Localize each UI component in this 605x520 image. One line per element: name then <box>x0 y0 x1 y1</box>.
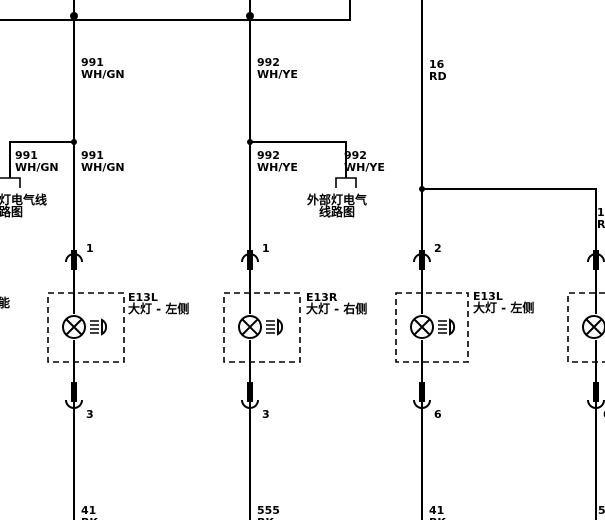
splice-points <box>70 12 425 192</box>
connector-top-pin <box>593 250 599 270</box>
connector-bottom-arc <box>65 399 83 409</box>
connector-bottom-arc <box>587 399 605 409</box>
wire-color-label: WH/YE <box>257 161 298 174</box>
wire-color-label: WH/GN <box>81 161 125 174</box>
headlight-beam-icon <box>438 318 456 336</box>
splice-dot <box>246 12 254 20</box>
component-id: E13L <box>128 291 158 304</box>
component-name: 大灯 - 左侧 <box>128 301 189 316</box>
connector-pins <box>65 250 605 409</box>
wire-number-label: 991 <box>81 56 104 69</box>
wire-number-label: 5 <box>598 504 605 517</box>
wire-number-label: 992 <box>257 149 280 162</box>
wire-number-label: 41 <box>429 504 444 517</box>
wire-number-label: 991 <box>81 149 104 162</box>
wire-color-label: WH/GN <box>81 68 125 81</box>
offpage-bracket-left <box>0 177 21 188</box>
component-name: 大灯 - 左侧 <box>473 300 534 315</box>
lamp-icon <box>410 315 434 339</box>
wire-992-branch <box>250 141 347 178</box>
connector-bottom-arc <box>413 399 431 409</box>
wire-number-label: 992 <box>344 149 367 162</box>
pin-number: 6 <box>434 408 442 421</box>
component-outline <box>395 292 469 363</box>
wire-color-label: BK <box>81 516 98 520</box>
component-outline <box>223 292 301 363</box>
offpage-brackets <box>0 177 357 188</box>
wire-color-label: WH/YE <box>257 68 298 81</box>
pin-number: 1 <box>262 242 270 255</box>
splice-dot <box>71 139 77 145</box>
lamp-icon <box>238 315 262 339</box>
reference-label: 灯电气线 <box>0 192 47 207</box>
wire-number-label: 992 <box>257 56 280 69</box>
connector-bottom-pin <box>593 382 599 402</box>
labels: 991 WH/GN 991 WH/GN 991 WH/GN 灯电气线 路图 1 … <box>0 56 605 520</box>
wire-16-branch <box>422 188 597 250</box>
wire-number-label: 991 <box>15 149 38 162</box>
headlight-beam-icon <box>90 318 108 336</box>
component-outline <box>47 292 125 363</box>
wire-color-label: RD <box>597 218 605 231</box>
component-outline <box>567 292 605 363</box>
splice-dot <box>70 12 78 20</box>
connector-bottom-arc <box>241 399 259 409</box>
splice-dot <box>247 139 253 145</box>
pin-number: 3 <box>262 408 270 421</box>
headlamp-partial <box>567 292 605 363</box>
splice-dot <box>419 186 425 192</box>
headlamp-right <box>223 292 301 363</box>
wire-color-label: RD <box>429 70 447 83</box>
wire-number-label: 16 <box>429 58 445 71</box>
connector-bottom-pin <box>71 382 77 402</box>
component-id: E13L <box>473 290 503 303</box>
component-name: 大灯 - 右侧 <box>306 301 367 316</box>
reference-label: 外部灯电气 <box>307 192 367 207</box>
connector-top-pin <box>247 250 253 270</box>
pin-number: 1 <box>86 242 94 255</box>
wire-color-label: WH/GN <box>15 161 59 174</box>
wire-color-label: BK <box>257 516 274 520</box>
connector-top-pin <box>71 250 77 270</box>
reference-label: 路图 <box>0 204 23 219</box>
wire-number-label: 555 <box>257 504 280 517</box>
connector-bottom-pin <box>247 382 253 402</box>
headlight-beam-icon <box>266 318 284 336</box>
headlamp-left-b <box>395 292 469 363</box>
wire-color-label: BK <box>429 516 446 520</box>
lamp-icon <box>582 315 605 339</box>
component-id: E13R <box>306 291 338 304</box>
connector-bottom-pin <box>419 382 425 402</box>
clipped-edge-text: 能 <box>0 295 10 310</box>
reference-label: 线路图 <box>319 204 355 219</box>
wire-color-label: WH/YE <box>344 161 385 174</box>
pin-number: 3 <box>86 408 94 421</box>
wire-991-branch <box>9 141 74 178</box>
top-bus-wire <box>0 0 351 21</box>
wire-number-label: 16 <box>597 206 605 219</box>
pin-number: 6 <box>603 408 605 421</box>
wire-number-label: 41 <box>81 504 96 517</box>
headlamp-left-a <box>47 292 125 363</box>
lamp-icon <box>62 315 86 339</box>
offpage-bracket-right <box>335 177 357 188</box>
connector-top-pin <box>419 250 425 270</box>
pin-number: 2 <box>434 242 442 255</box>
